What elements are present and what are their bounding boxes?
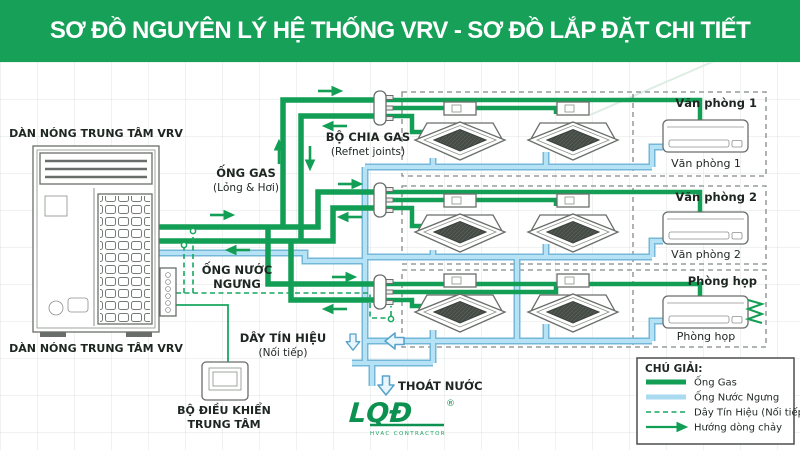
room-box-1 (401, 91, 767, 177)
legend-item-signal: Dây Tín Hiệu (Nối tiếp) (694, 407, 800, 419)
central-controller (201, 361, 249, 401)
background-diagonal-accent (589, 51, 736, 116)
refnet-joint-3 (373, 274, 394, 310)
cassette-unit-room2-b (527, 193, 619, 253)
signal-wires (176, 227, 395, 362)
cassette-unit-room1-a (414, 101, 506, 161)
company-logo: LQĐ ® HVAC CONTRACTOR (348, 398, 455, 437)
cassette-unit-room1-b (527, 101, 619, 161)
legend: CHÚ GIẢI: Ống Gas Ống Nước Ngưng Dây Tín… (636, 357, 800, 445)
drain-flow-down-arrow (345, 333, 361, 351)
logo-registered-mark: ® (446, 399, 455, 409)
controller-label-line1: BỘ ĐIỀU KHIỂN (177, 402, 271, 417)
room-box-2 (401, 185, 767, 265)
outdoor-unit-label-bottom: DÀN NÓNG TRUNG TÂM VRV (9, 342, 183, 355)
gas-pipe-label: ỐNG GAS (216, 163, 275, 180)
gas-pipe-sublabel: (Lỏng & Hơi) (213, 182, 279, 194)
room3-title: Phòng họp (688, 274, 757, 288)
drain-outlet-arrow (377, 375, 395, 396)
coil-grid (100, 196, 150, 322)
title-banner: SƠ ĐỒ NGUYÊN LÝ HỆ THỐNG VRV - SƠ ĐỒ LẮP… (0, 0, 800, 62)
terminal-strip (159, 267, 177, 317)
condensate-label-line1: ỐNG NƯỚC (202, 260, 273, 277)
controller-label-line2: TRUNG TÂM (187, 418, 260, 431)
room2-title: Văn phòng 2 (675, 190, 757, 204)
room1-title: Văn phòng 1 (675, 96, 757, 110)
signal-label: DÂY TÍN HIỆU (240, 330, 327, 345)
wall-unit-heater-zigzag (744, 299, 766, 324)
condensate-label-line2: NGƯNG (213, 277, 261, 291)
controller-wire (176, 304, 229, 362)
wall-unit-room1-label: Văn phòng 1 (671, 157, 741, 170)
legend-item-gas: Ống Gas (694, 375, 737, 389)
page-title: SƠ ĐỒ NGUYÊN LÝ HỆ THỐNG VRV - SƠ ĐỒ LẮP… (49, 17, 751, 44)
cassette-unit-room2-a (414, 193, 506, 253)
room-boxes (401, 91, 767, 348)
drain-flow-left-arrow (384, 332, 405, 350)
wall-unit-room3 (662, 295, 749, 329)
outdoor-unit (32, 145, 177, 337)
wall-unit-room3-label: Phòng họp (677, 330, 735, 343)
legend-item-flow: Hướng dòng chảy (694, 422, 782, 434)
legend-title: CHÚ GIẢI: (645, 361, 702, 375)
diagram-labels: DÀN NÓNG TRUNG TÂM VRV DÀN NÓNG TRUNG TÂ… (9, 96, 757, 431)
wall-unit-room2 (662, 211, 749, 245)
signal-sublabel: (Nối tiếp) (259, 347, 308, 359)
drain-label: THOÁT NƯỚC (398, 378, 483, 393)
logo-caption: HVAC CONTRACTOR (370, 431, 446, 437)
refnet-joint-2 (373, 182, 394, 218)
room-box-3 (401, 269, 767, 348)
legend-item-water: Ống Nước Ngưng (694, 390, 779, 404)
wall-unit-room1 (662, 119, 749, 153)
refnet-joint-1 (373, 90, 394, 126)
legend-swatch-flow-arrow (646, 421, 689, 433)
legend-box (636, 357, 795, 445)
refnet-label: BỘ CHIA GAS (326, 129, 410, 144)
gas-pipes (159, 97, 703, 309)
refnet-sublabel: (Refnet joints) (331, 146, 405, 158)
wall-unit-room2-label: Văn phòng 2 (671, 248, 741, 261)
outdoor-unit-label-top: DÀN NÓNG TRUNG TÂM VRV (9, 127, 183, 140)
